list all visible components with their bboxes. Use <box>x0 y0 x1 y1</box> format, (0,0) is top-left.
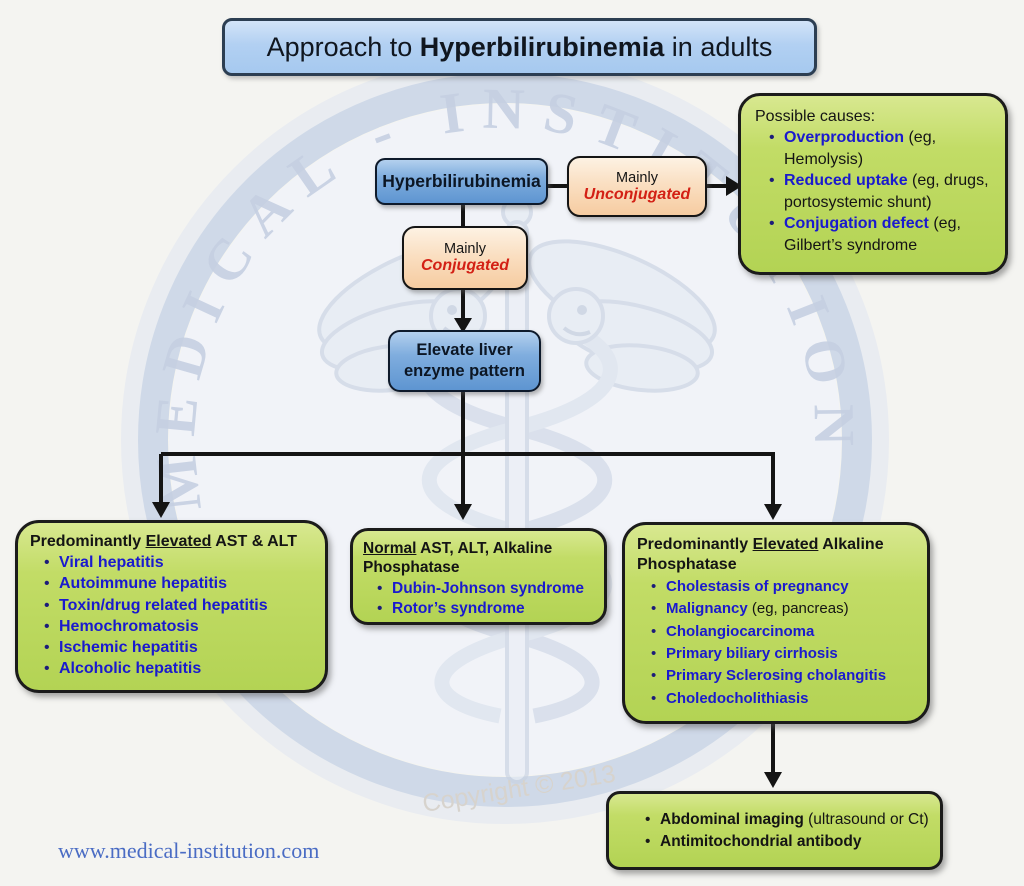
workup-list: Abdominal imaging (ultrasound or Ct) Ant… <box>635 809 932 854</box>
list-item: Toxin/drug related hepatitis <box>42 595 313 617</box>
list-item: Choledocholithiasis <box>649 688 915 711</box>
list-item: Ischemic hepatitis <box>42 637 313 659</box>
list-item: Conjugation defect (eg, Gilbert’s syndro… <box>767 213 995 256</box>
list-item: Hemochromatosis <box>42 616 313 638</box>
node-hyperbilirubinemia: Hyperbilirubinemia <box>375 158 548 205</box>
box-header: Predominantly Elevated AST & ALT <box>30 533 298 550</box>
list-item: Reduced uptake (eg, drugs, portosystemic… <box>767 170 995 213</box>
box-possible-causes: Possible causes: Overproduction (eg, Hem… <box>738 93 1008 275</box>
normal-list: Dubin-Johnson syndrome Rotor’s syndrome <box>363 579 594 620</box>
node-mainly-unconjugated: Mainly Unconjugated <box>567 156 707 217</box>
website-link[interactable]: www.medical-institution.com <box>58 838 320 863</box>
list-item: Primary Sclerosing cholangitis <box>649 665 915 688</box>
node-mainly-conjugated: Mainly Conjugated <box>402 226 528 290</box>
ast-alt-list: Viral hepatitis Autoimmune hepatitis Tox… <box>30 552 313 680</box>
causes-list: Overproduction (eg, Hemolysis) Reduced u… <box>755 127 995 257</box>
list-item: Primary biliary cirrhosis <box>649 643 915 666</box>
node-label: enzyme pattern <box>403 362 526 380</box>
box-normal-enzymes: Normal AST, ALT, Alkaline Phosphatase Du… <box>350 528 607 625</box>
list-item: Cholestasis of pregnancy <box>649 576 915 599</box>
node-label: Mainly <box>616 169 658 186</box>
list-item: Rotor’s syndrome <box>375 599 594 620</box>
box-header: Normal AST, ALT, Alkaline Phosphatase <box>363 540 553 577</box>
node-label-emphasis: Conjugated <box>421 257 509 274</box>
copyright-watermark: Copyright © 2013 <box>421 760 618 818</box>
list-item: Autoimmune hepatitis <box>42 573 313 595</box>
list-item: Dubin-Johnson syndrome <box>375 579 594 600</box>
alk-phos-list: Cholestasis of pregnancy Malignancy (eg,… <box>637 576 915 710</box>
node-elevate-liver-enzyme: Elevate liver enzyme pattern <box>388 330 541 392</box>
node-label: Elevate liver <box>416 341 513 360</box>
node-label-emphasis: Unconjugated <box>583 185 691 203</box>
box-header: Predominantly Elevated Alkaline Phosphat… <box>637 536 884 573</box>
list-item: Abdominal imaging (ultrasound or Ct) <box>643 809 932 832</box>
list-item: Antimitochondrial antibody <box>643 831 932 854</box>
list-item: Overproduction (eg, Hemolysis) <box>767 127 995 170</box>
box-workup: Abdominal imaging (ultrasound or Ct) Ant… <box>606 791 943 870</box>
box-elevated-alk-phos: Predominantly Elevated Alkaline Phosphat… <box>622 522 930 724</box>
list-item: Cholangiocarcinoma <box>649 621 915 644</box>
box-elevated-ast-alt: Predominantly Elevated AST & ALT Viral h… <box>15 520 328 693</box>
list-item: Alcoholic hepatitis <box>42 658 313 680</box>
node-label: Mainly <box>444 241 486 257</box>
node-label: Hyperbilirubinemia <box>382 171 541 191</box>
list-item: Viral hepatitis <box>42 552 313 574</box>
box-header: Possible causes: <box>755 108 876 125</box>
list-item: Malignancy (eg, pancreas) <box>649 598 915 621</box>
diagram-title: Approach to Hyperbilirubinemia in adults <box>222 18 817 76</box>
title-text: Approach to Hyperbilirubinemia in adults <box>266 31 773 62</box>
